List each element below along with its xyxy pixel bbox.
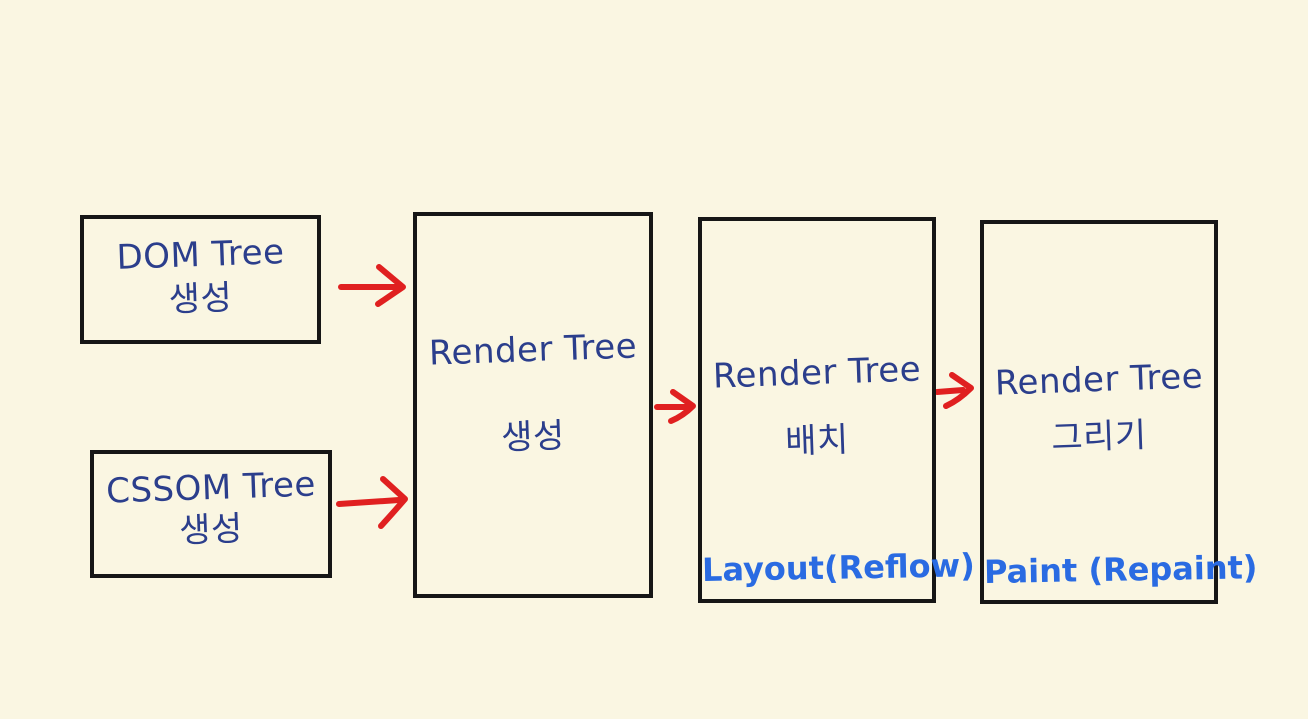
render-tree-paint-box: Render Tree 그리기 Paint (Repaint)	[980, 220, 1258, 604]
arrow-cssom-to-render-create-icon	[336, 476, 408, 529]
render-tree-layout-box: Render Tree 배치 Layout(Reflow)	[698, 217, 976, 603]
dom-tree-box: DOM Tree 생성	[80, 215, 321, 344]
box-title-line: Render Tree	[712, 349, 922, 397]
box-title-line: 그리기	[1050, 415, 1148, 459]
arrow-create-to-layout-icon	[654, 389, 696, 424]
cssom-tree-box: CSSOM Tree 생성	[90, 450, 332, 578]
box-title-line: 생성	[500, 415, 566, 459]
box-title-line: 생성	[178, 508, 244, 552]
box-title-line: 배치	[784, 419, 850, 463]
render-tree-create-box: Render Tree 생성	[413, 212, 653, 598]
box-title-line: Render Tree	[994, 356, 1204, 404]
box-caption: Paint (Repaint)	[983, 548, 1258, 592]
arrow-dom-to-render-create-icon	[338, 264, 406, 307]
box-title-line: Render Tree	[428, 326, 638, 374]
box-caption: Layout(Reflow)	[701, 546, 976, 590]
box-title-line: 생성	[168, 277, 233, 321]
arrow-layout-to-paint-icon	[934, 372, 974, 409]
